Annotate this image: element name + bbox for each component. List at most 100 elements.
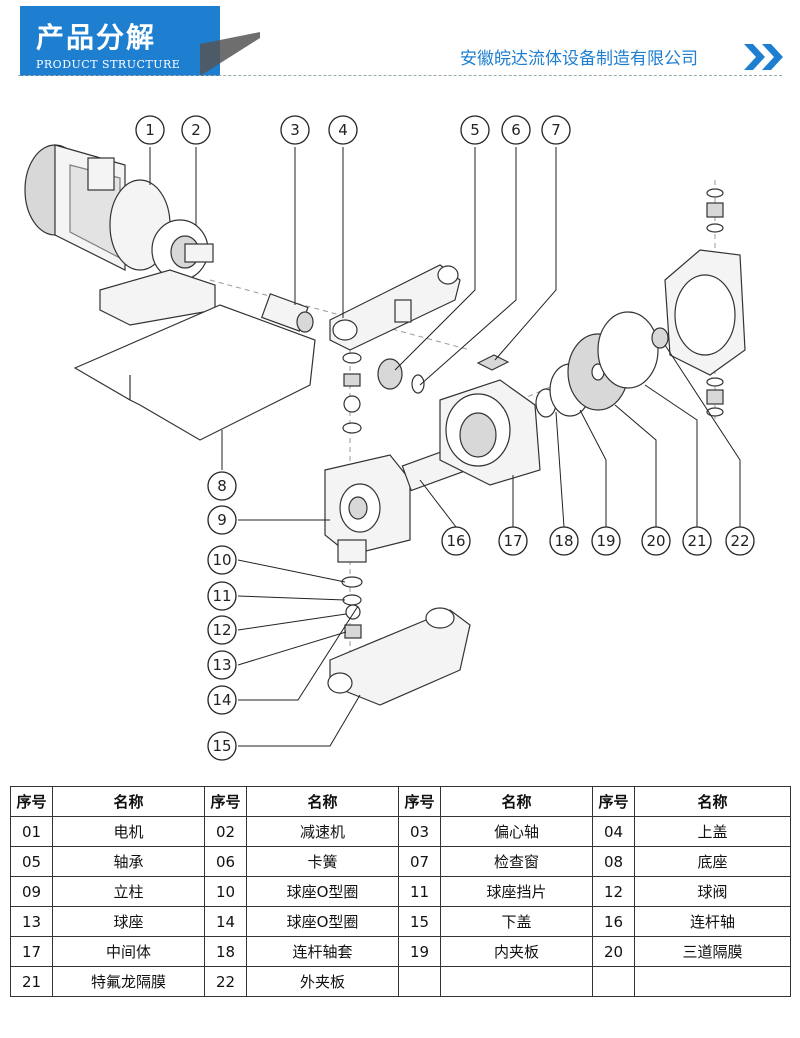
table-cell: 18: [204, 936, 247, 967]
table-cell: 连杆轴套: [246, 936, 399, 967]
callout-1: 1: [135, 115, 165, 145]
callout-13: 13: [207, 650, 237, 680]
callout-2: 2: [181, 115, 211, 145]
table-row: 01 电机 02 减速机 03 偏心轴 04 上盖: [10, 816, 791, 847]
table-header-row: 序号 名称 序号 名称 序号 名称 序号 名称: [10, 786, 791, 817]
table-cell: 13: [10, 906, 53, 937]
circlip-part: [411, 374, 425, 394]
callout-6: 6: [501, 115, 531, 145]
svg-text:11: 11: [212, 587, 231, 605]
table-cell: 03: [398, 816, 441, 847]
table-cell: 下盖: [440, 906, 593, 937]
svg-text:4: 4: [338, 121, 348, 139]
callout-3: 3: [280, 115, 310, 145]
table-cell: 21: [10, 966, 53, 997]
svg-text:6: 6: [511, 121, 521, 139]
table-cell: 15: [398, 906, 441, 937]
table-cell: 05: [10, 846, 53, 877]
callout-11: 11: [207, 581, 237, 611]
table-cell: 22: [204, 966, 247, 997]
column-header: 序号: [398, 786, 441, 817]
svg-text:15: 15: [212, 737, 231, 755]
column-header: 名称: [440, 786, 593, 817]
table-cell: 11: [398, 876, 441, 907]
table-cell: 06: [204, 846, 247, 877]
svg-text:19: 19: [596, 532, 615, 550]
table-cell: 14: [204, 906, 247, 937]
svg-text:8: 8: [217, 477, 227, 495]
base-plate-part: [73, 304, 316, 441]
table-cell: 中间体: [52, 936, 205, 967]
table-row: 21 特氟龙隔膜 22 外夹板: [10, 966, 791, 997]
column-header: 名称: [52, 786, 205, 817]
table-cell: 连杆轴: [634, 906, 791, 937]
table-row: 17 中间体 18 连杆轴套 19 内夹板 20 三道隔膜: [10, 936, 791, 967]
table-cell: [592, 966, 635, 997]
inspection-window-part: [476, 354, 510, 371]
eccentric-shaft-part: [260, 293, 314, 333]
callout-17: 17: [498, 526, 528, 556]
table-cell: 球阀: [634, 876, 791, 907]
lower-cover-part: [327, 607, 471, 706]
svg-text:17: 17: [503, 532, 522, 550]
table-cell: 20: [592, 936, 635, 967]
banner-shadow: [200, 32, 260, 76]
table-cell: [398, 966, 441, 997]
table-cell: 02: [204, 816, 247, 847]
column-header: 名称: [246, 786, 399, 817]
table-cell: 立柱: [52, 876, 205, 907]
svg-text:5: 5: [470, 121, 480, 139]
double-chevron-right-icon: [744, 44, 783, 70]
svg-text:10: 10: [212, 551, 231, 569]
teflon-diaphragm-part: [597, 311, 659, 389]
pillar-pump-body-part: [324, 454, 411, 563]
callout-4: 4: [328, 115, 358, 145]
column-header: 序号: [10, 786, 53, 817]
table-cell: 减速机: [246, 816, 399, 847]
table-cell: 三道隔膜: [634, 936, 791, 967]
motor-part: [24, 144, 216, 326]
svg-text:12: 12: [212, 621, 231, 639]
column-header: 序号: [592, 786, 635, 817]
table-cell: 球座: [52, 906, 205, 937]
svg-text:18: 18: [554, 532, 573, 550]
table-cell: 偏心轴: [440, 816, 593, 847]
table-cell: 外夹板: [246, 966, 399, 997]
table-cell: 特氟龙隔膜: [52, 966, 205, 997]
column-header: 序号: [204, 786, 247, 817]
table-cell: 球座O型圈: [246, 906, 399, 937]
table-cell: 球座O型圈: [246, 876, 399, 907]
callout-14: 14: [207, 685, 237, 715]
callout-8: 8: [207, 471, 237, 501]
callout-12: 12: [207, 615, 237, 645]
table-cell: 04: [592, 816, 635, 847]
table-cell: 17: [10, 936, 53, 967]
svg-text:7: 7: [551, 121, 561, 139]
table-cell: [634, 966, 791, 997]
callout-19: 19: [591, 526, 621, 556]
table-cell: 内夹板: [440, 936, 593, 967]
svg-text:1: 1: [145, 121, 155, 139]
exploded-diagram: 1 2 3 4 5 6 7 8 9 10 11 12 13 14 15 16 1…: [24, 115, 755, 761]
callout-20: 20: [641, 526, 671, 556]
outer-plate-part: [651, 327, 669, 349]
parts-table: 序号 名称 序号 名称 序号 名称 序号 名称 01 电机 02 减速机 03 …: [10, 786, 791, 997]
table-cell: 底座: [634, 846, 791, 877]
page-title: 产品分解: [36, 21, 157, 54]
callout-22: 22: [725, 526, 755, 556]
table-cell: 球座挡片: [440, 876, 593, 907]
bearing-part: [377, 358, 403, 390]
svg-text:20: 20: [646, 532, 665, 550]
callout-18: 18: [549, 526, 579, 556]
table-cell: 01: [10, 816, 53, 847]
table-cell: 检查窗: [440, 846, 593, 877]
table-cell: 07: [398, 846, 441, 877]
page-subtitle: PRODUCT STRUCTURE: [36, 58, 181, 71]
table-cell: 电机: [52, 816, 205, 847]
callout-9: 9: [207, 505, 237, 535]
middle-body-part: [401, 379, 541, 492]
table-cell: 轴承: [52, 846, 205, 877]
table-cell: 上盖: [634, 816, 791, 847]
column-header: 名称: [634, 786, 791, 817]
upper-cover-part: [329, 264, 461, 351]
